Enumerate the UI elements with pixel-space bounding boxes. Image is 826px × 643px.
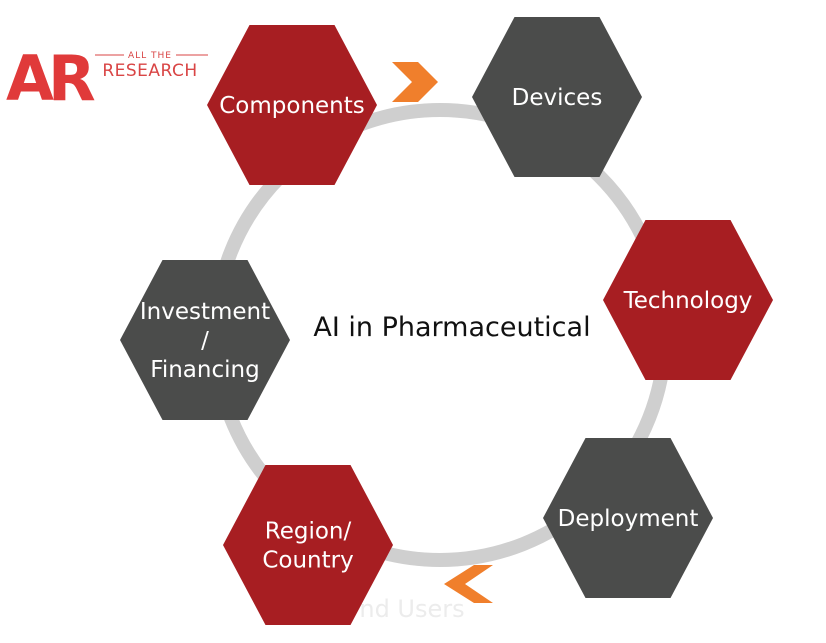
hexagon-deployment: Deployment [543,438,713,598]
logo-line1: ALL THE [128,51,172,61]
hexagon-shape [543,438,713,598]
hexagon-label-region: Country [262,548,353,574]
hexagon-components: Components [207,25,377,185]
hexagon-label-devices: Devices [512,85,603,111]
arrow-top-icon [392,62,438,102]
hexagon-region: Region/Country [223,465,393,625]
hexagon-shape [472,17,642,177]
center-title: AI in Pharmaceutical [313,312,590,343]
hexagon-label-region: Region/ [265,519,352,545]
logo-mark: AR [6,42,95,115]
hexagon-shape [223,465,393,625]
hexagon-label-investment: Financing [150,357,259,383]
hexagon-label-technology: Technology [623,288,753,314]
hexagon-label-components: Components [219,93,365,119]
hexagon-investment: Investment / Financing [120,260,290,420]
hexagon-label-investment: / [201,328,209,354]
hexagon-devices: Devices [472,17,642,177]
ghost-text: nd Users [359,595,464,623]
hexagon-shape [207,25,377,185]
logo: AR ALL THE RESEARCH [6,42,208,115]
arrow-bottom-icon [444,565,493,603]
hexagon-label-deployment: Deployment [558,506,699,532]
hexagon-technology: Technology [603,220,773,380]
hexagon-shape [120,260,290,420]
hexagon-shape [603,220,773,380]
logo-line2: RESEARCH [102,61,197,81]
hexagon-label-investment: Investment [140,299,270,325]
